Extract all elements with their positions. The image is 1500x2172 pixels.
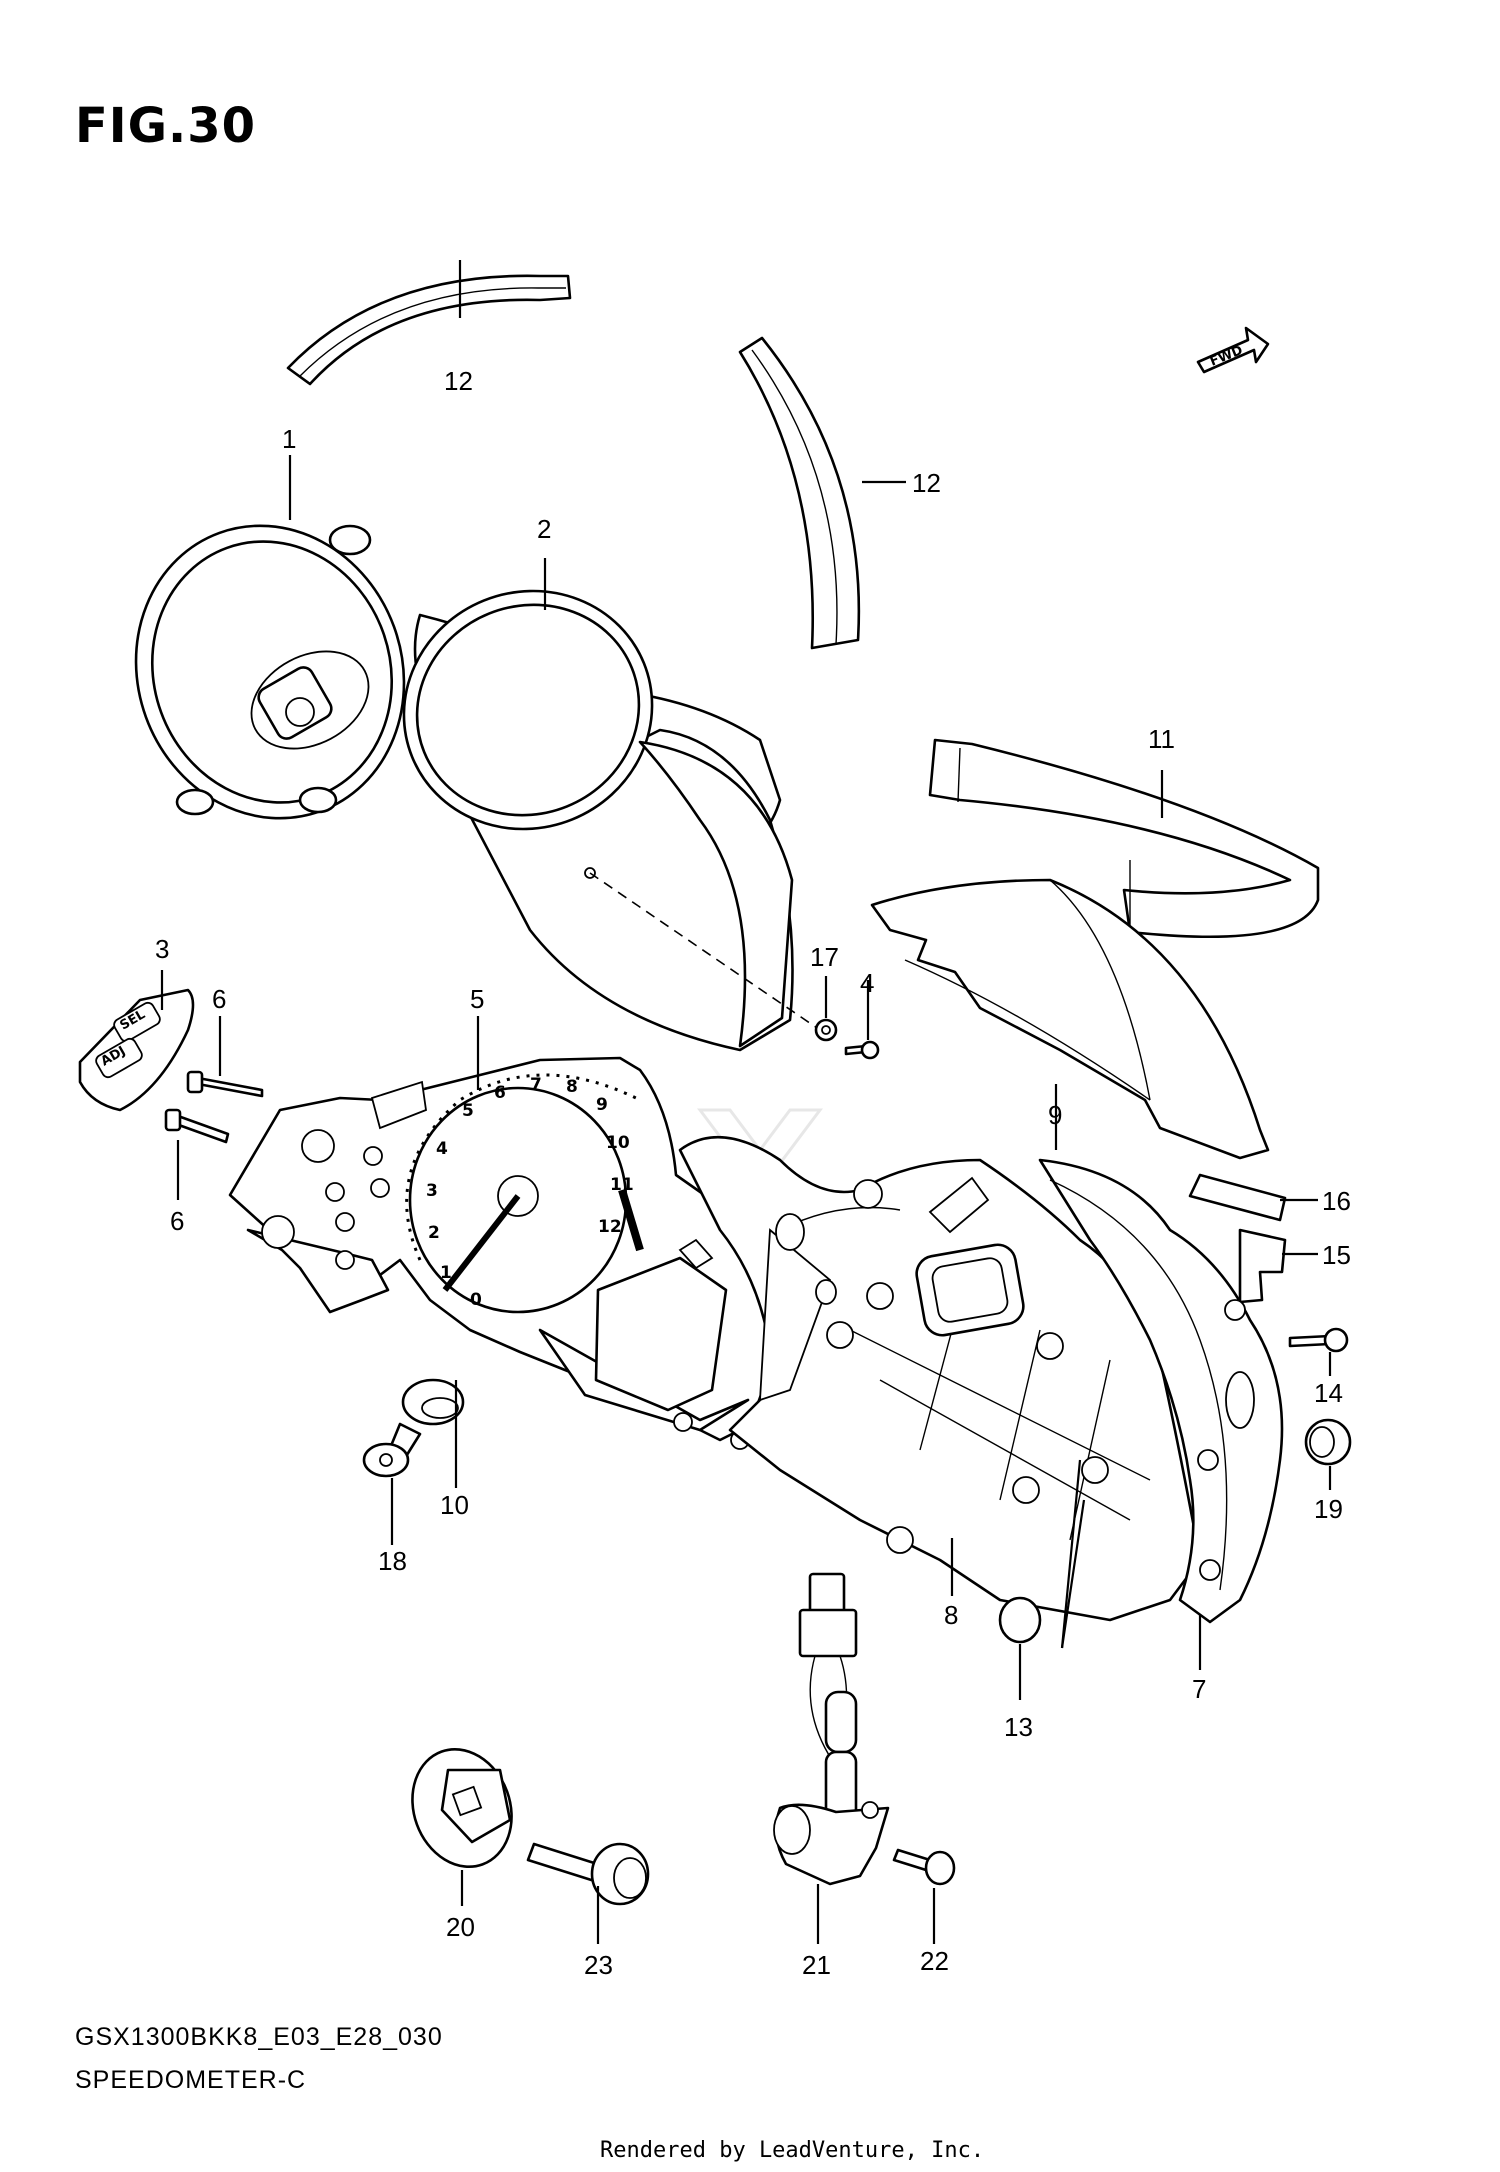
callout-8: 8 [944, 1600, 958, 1630]
part-15-bracket [1238, 1228, 1287, 1304]
part-19-grommet [1304, 1418, 1352, 1466]
callout-7: 7 [1192, 1674, 1206, 1704]
part-6-screw-lower [164, 1108, 230, 1144]
part-7-back-cover [1038, 1158, 1284, 1624]
gauge-number-3: 3 [426, 1181, 438, 1201]
gauge-number-11: 11 [610, 1175, 634, 1195]
callout-labels: 12 12 1 2 11 3 6 6 5 17 4 9 16 15 14 19 … [155, 366, 1351, 1980]
gauge-number-9: 9 [596, 1095, 608, 1115]
callout-23: 23 [584, 1950, 613, 1980]
callout-9: 9 [1048, 1100, 1062, 1130]
callout-20: 20 [446, 1912, 475, 1942]
part-2-lens-cover [402, 589, 821, 1052]
gauge-number-10: 10 [606, 1133, 630, 1153]
callout-3: 3 [155, 934, 169, 964]
gauge-number-7: 7 [530, 1075, 542, 1095]
callout-17: 17 [810, 942, 839, 972]
gauge-number-6: 6 [494, 1083, 506, 1103]
part-20-sensor-rotor [411, 1747, 513, 1869]
callout-10: 10 [440, 1490, 469, 1520]
part-5-meter-assembly: 0 1 2 3 4 5 6 7 8 9 10 11 12 [228, 1056, 772, 1450]
callout-22: 22 [920, 1946, 949, 1976]
part-4-screw [844, 1040, 880, 1060]
part-6-screw-upper [186, 1070, 264, 1098]
part-3-switch-panel: SEL ADJ [78, 988, 195, 1112]
part-10-damper [401, 1378, 465, 1426]
part-23-bolt [526, 1842, 650, 1906]
part-12-upper-trim [286, 274, 572, 386]
callout-4: 4 [860, 968, 874, 998]
fwd-arrow-icon: FWD [1196, 326, 1270, 374]
callout-13: 13 [1004, 1712, 1033, 1742]
part-17-washer [814, 1018, 838, 1042]
callout-1: 1 [282, 424, 296, 454]
callout-14: 14 [1314, 1378, 1343, 1408]
part-18-screw [362, 1422, 422, 1478]
part-9-shroud [870, 878, 1270, 1160]
render-credit: Rendered by LeadVenture, Inc. [600, 2138, 985, 2163]
callout-6-lower: 6 [170, 1206, 184, 1236]
callout-21: 21 [802, 1950, 831, 1980]
part-13-grommet [998, 1596, 1042, 1644]
part-16-seal [1188, 1173, 1287, 1222]
diagram-code: GSX1300BKK8_E03_E28_030 [75, 2023, 443, 2051]
callout-15: 15 [1322, 1240, 1351, 1270]
gauge-number-2: 2 [428, 1223, 440, 1243]
callout-19: 19 [1314, 1494, 1343, 1524]
callout-5: 5 [470, 984, 484, 1014]
part-21-speed-sensor [773, 1572, 890, 1886]
callout-12-side: 12 [912, 468, 941, 498]
part-12-side-trim [738, 336, 861, 650]
callout-18: 18 [378, 1546, 407, 1576]
gauge-number-4: 4 [436, 1139, 448, 1159]
leader-lines [160, 260, 1332, 1944]
callout-11: 11 [1148, 724, 1175, 754]
part-22-bolt [892, 1848, 956, 1886]
gauge-number-0: 0 [470, 1290, 482, 1310]
part-8-case-body [678, 1135, 1202, 1622]
callout-12-top: 12 [444, 366, 473, 396]
fwd-label: FWD [1208, 343, 1245, 370]
gauge-number-1: 1 [440, 1263, 452, 1283]
figure-title: FIG.30 [75, 98, 257, 154]
callout-16: 16 [1322, 1186, 1351, 1216]
diagram-name: SPEEDOMETER-C [75, 2066, 307, 2094]
callout-6-upper: 6 [212, 984, 226, 1014]
gauge-number-8: 8 [566, 1077, 578, 1097]
callout-2: 2 [537, 514, 551, 544]
gauge-number-12: 12 [598, 1217, 622, 1237]
part-14-screw [1288, 1327, 1349, 1353]
gauge-number-5: 5 [462, 1101, 474, 1121]
